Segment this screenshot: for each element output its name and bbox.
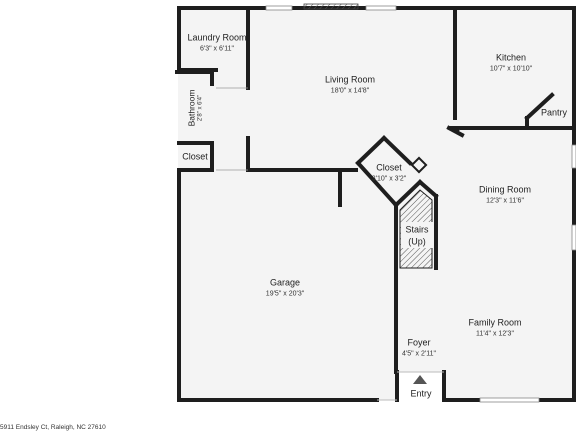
bathroom-floor (178, 72, 212, 170)
floor-area (179, 8, 574, 400)
entry-arrow-icon (413, 375, 427, 384)
stairs-label-bg (401, 222, 433, 248)
doorways (216, 87, 248, 171)
closet-door-marker (410, 156, 428, 174)
room-label-pantry: Pantry (540, 107, 568, 118)
kitchen-corner (449, 126, 462, 133)
address-caption: 5911 Endsley Ct, Raleigh, NC 27610 (0, 424, 106, 431)
entry-label: Entry (410, 388, 432, 399)
windows (265, 5, 576, 403)
fireplace-hatch (303, 3, 359, 10)
walls (175, 6, 576, 402)
room-label-closet-small: Closet (182, 151, 208, 162)
room-label-stairs: Stairs(Up) (405, 224, 429, 247)
